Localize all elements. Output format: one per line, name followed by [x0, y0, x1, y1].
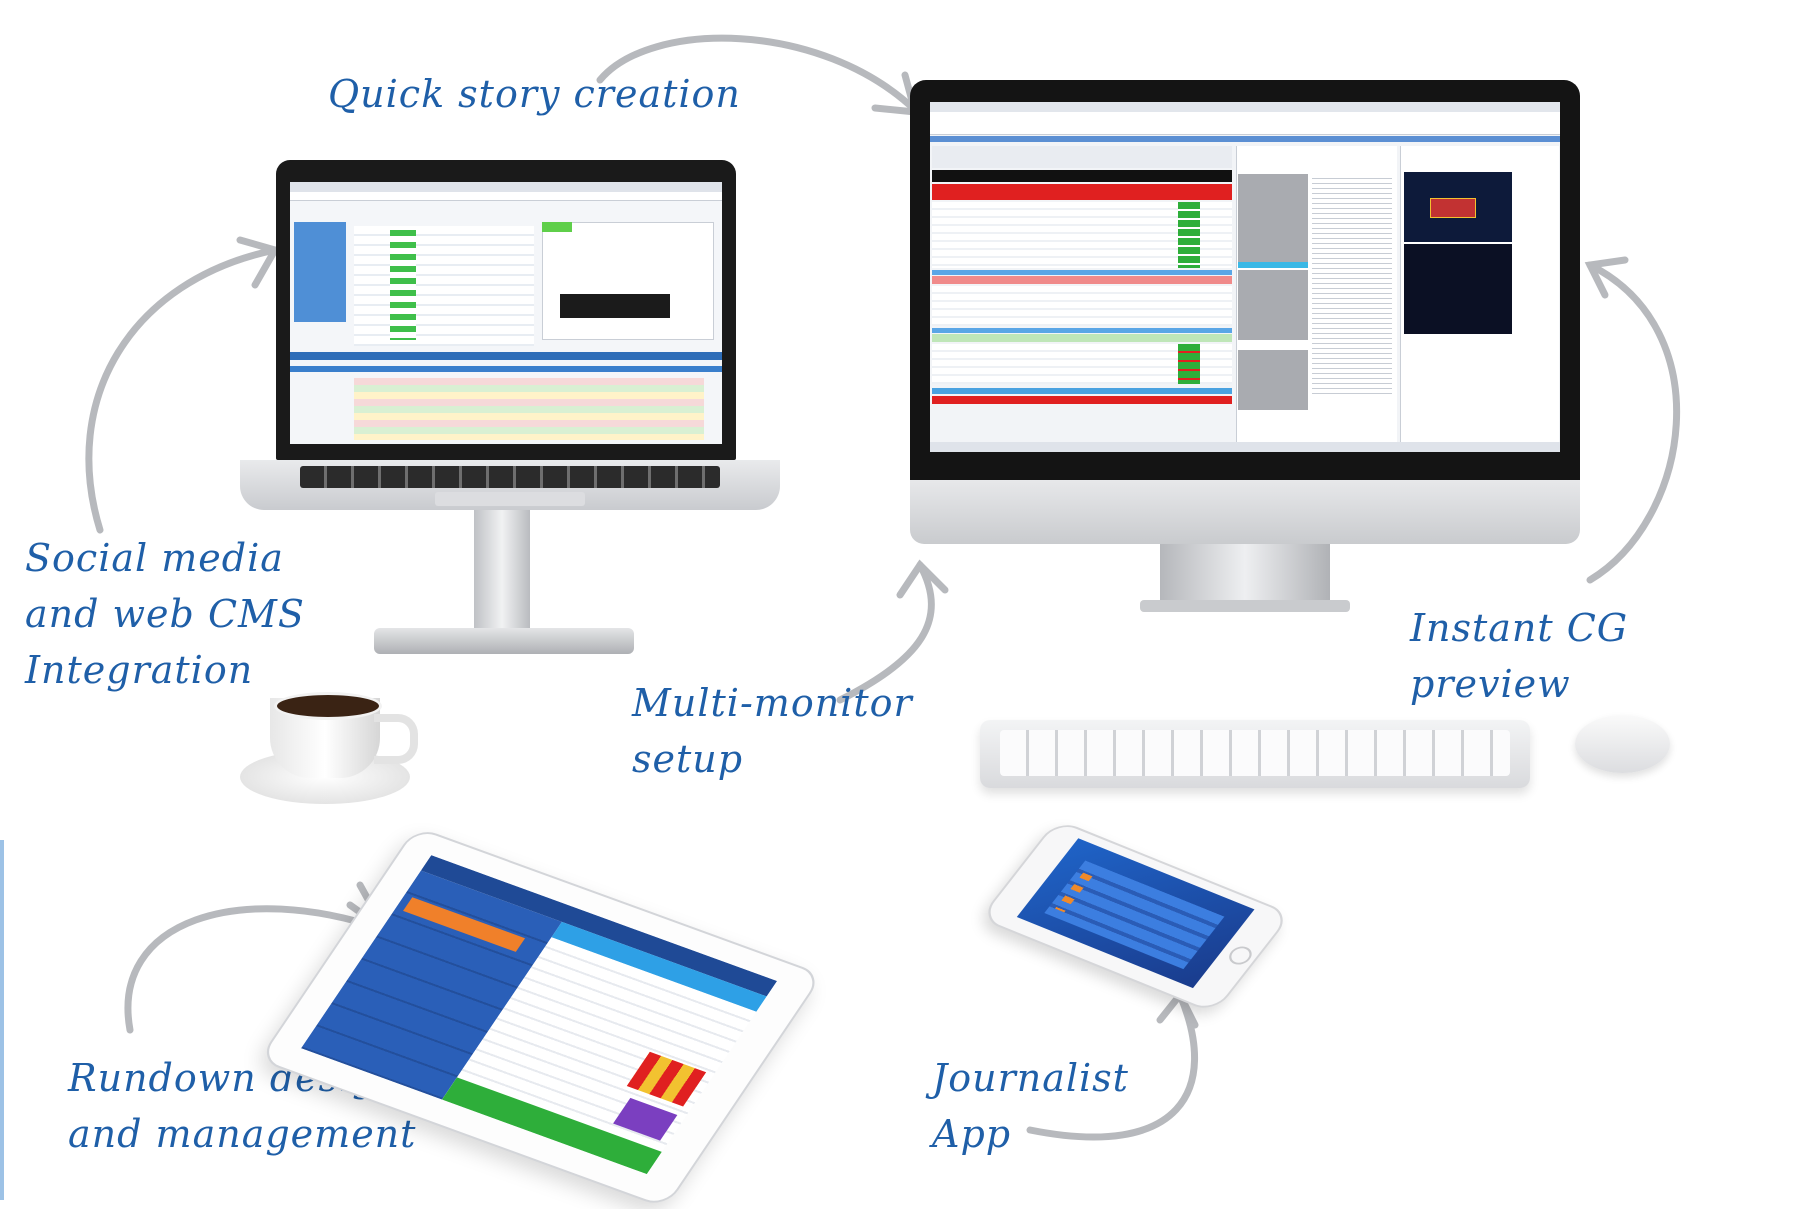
label-journalist-app: Journalist App	[932, 1056, 1129, 1156]
label-quick-story-creation: Quick story creation	[328, 72, 741, 116]
laptop-keyboard	[300, 466, 720, 488]
laptop-stand	[474, 510, 530, 630]
laptop-screen	[290, 182, 722, 444]
monitor-bezel	[910, 80, 1580, 480]
desktop-monitor	[910, 80, 1580, 620]
coffee-cup	[240, 690, 418, 810]
keyboard	[980, 720, 1530, 788]
arrow-instant-cg	[1586, 261, 1681, 584]
mouse	[1575, 715, 1670, 773]
arrow-social-media-head	[236, 236, 281, 289]
left-edge-accent	[0, 840, 4, 1200]
monitor-screen	[930, 102, 1560, 452]
monitor-chin	[910, 480, 1580, 544]
monitor-stand	[1160, 544, 1330, 604]
label-instant-cg-preview: Instant CG preview	[1410, 606, 1629, 706]
label-social-media-cms: Social media and web CMS Integration	[25, 536, 305, 692]
arrow-multi-monitor-head	[896, 559, 949, 599]
arrow-quick-story	[596, 34, 919, 114]
laptop-stand-foot	[374, 628, 634, 654]
laptop-trackpad	[435, 492, 585, 506]
arrow-journalist	[1026, 991, 1198, 1141]
monitor-stand-foot	[1140, 600, 1350, 612]
arrow-rundown	[124, 905, 389, 1034]
laptop-lid	[276, 160, 736, 460]
arrow-instant-cg-head	[1584, 256, 1629, 299]
arrow-social-media	[85, 246, 279, 534]
arrow-multi-monitor	[836, 561, 935, 704]
label-multi-monitor-setup: Multi-monitor setup	[632, 681, 913, 781]
laptop	[240, 160, 780, 680]
